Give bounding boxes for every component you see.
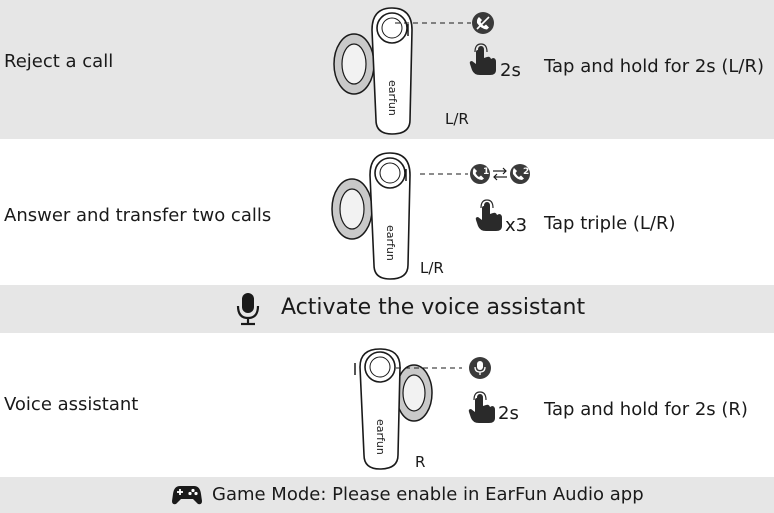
side-label: R (415, 453, 426, 471)
gesture-description: Tap triple (L/R) (544, 213, 676, 234)
section-header-voice-assistant: Activate the voice assistant (0, 285, 774, 333)
microphone-icon (236, 293, 260, 326)
brand-text: earfun (384, 225, 397, 261)
footer-text: Game Mode: Please enable in EarFun Audio… (212, 484, 644, 505)
row-label: Voice assistant (4, 394, 139, 415)
leader-line (420, 173, 468, 175)
earbud-illustration: earfun (333, 7, 413, 135)
brand-text: earfun (386, 80, 399, 116)
row-voice-assistant: Voice assistant earfun 2s Tap and hold f… (0, 333, 774, 477)
microphone-icon (469, 357, 491, 379)
call-one-icon: 1 (470, 164, 490, 184)
tap-hand-icon (469, 43, 496, 75)
tap-count: x3 (505, 215, 528, 236)
footer-game-mode: Game Mode: Please enable in EarFun Audio… (0, 477, 774, 513)
gesture-description: Tap and hold for 2s (R) (544, 399, 748, 420)
tap-count: 2s (500, 60, 521, 81)
side-label: L/R (420, 259, 444, 277)
earbud-illustration: earfun (331, 152, 411, 280)
svg-text:1: 1 (483, 167, 489, 177)
swap-arrows-icon (493, 167, 507, 181)
row-label: Answer and transfer two calls (4, 205, 272, 226)
tap-hand-icon (475, 199, 502, 231)
row-transfer-calls: Answer and transfer two calls earfun 1 2… (0, 139, 774, 285)
gamepad-icon (172, 486, 202, 505)
leader-line (395, 22, 471, 24)
brand-text: earfun (374, 419, 387, 455)
row-reject-call: Reject a call earfun 2s Tap and hold for… (0, 0, 774, 139)
section-title: Activate the voice assistant (281, 295, 586, 320)
gesture-description: Tap and hold for 2s (L/R) (544, 56, 765, 77)
row-label: Reject a call (4, 51, 114, 72)
svg-text:2: 2 (523, 167, 529, 177)
tap-hand-icon (468, 391, 495, 423)
earbud-illustration: earfun (354, 348, 433, 470)
leader-line (396, 367, 462, 369)
reject-call-icon (472, 12, 494, 34)
side-label: L/R (445, 110, 469, 128)
call-two-icon: 2 (510, 164, 530, 184)
tap-count: 2s (498, 403, 519, 424)
